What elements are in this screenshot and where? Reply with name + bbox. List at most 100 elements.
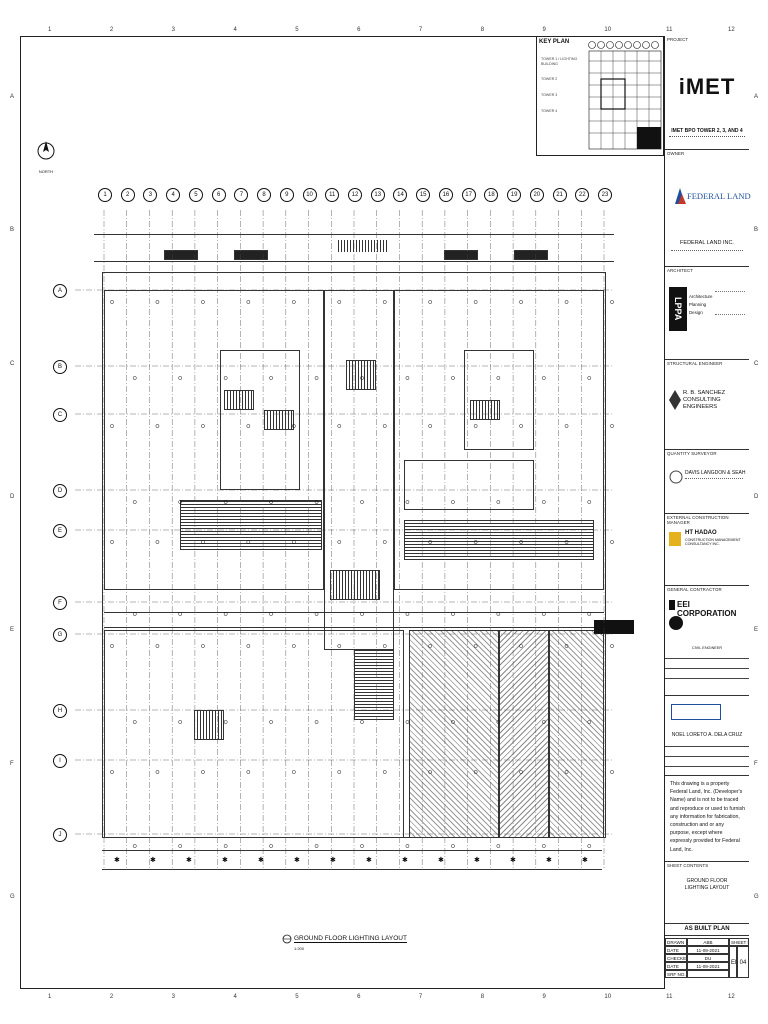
ruler-right-letter: C <box>754 360 759 367</box>
light-fixture-icon <box>428 300 433 304</box>
ruler-bottom-num: 5 <box>295 994 299 1000</box>
grid-column-bubble: 15 <box>416 188 431 202</box>
structural-section: STRUCTURAL ENGINEER R. B. SANCHEZ CONSUL… <box>665 359 749 449</box>
light-fixture-icon <box>110 540 114 544</box>
qs-section: QUANTITY SURVEYOR DAVIS LANGDON & SEAH <box>665 449 749 513</box>
key-plan-tower-list: TOWER 1 / LIGHTING BUILDING TOWER 2 TOWE… <box>541 57 583 113</box>
palm-tree-icon: ✱ <box>402 856 408 864</box>
architect-line-2: Planning <box>689 302 707 307</box>
light-fixture-icon <box>246 644 251 648</box>
grid-row-bubble: C <box>53 408 67 422</box>
light-fixture-icon <box>564 424 569 428</box>
light-fixture-icon <box>155 300 160 304</box>
light-fixture-icon <box>587 500 592 504</box>
north-label: NORTH <box>38 169 54 174</box>
stair-east <box>470 400 500 420</box>
lower-stair-1 <box>194 710 224 740</box>
grid-row-bubble: A <box>53 284 67 298</box>
light-fixture-icon <box>314 376 319 380</box>
light-fixture-icon <box>564 644 569 648</box>
project-label: PROJECT <box>667 37 689 42</box>
lower-ramp <box>354 650 394 720</box>
light-fixture-icon <box>337 424 342 428</box>
light-fixture-icon <box>382 424 387 428</box>
ruler-bottom-num: 12 <box>728 994 735 1000</box>
light-fixture-icon <box>451 500 455 504</box>
owner-address-line <box>671 250 743 251</box>
light-fixture-icon <box>541 500 546 504</box>
sheet-no-label: SHEET NO. <box>729 938 749 946</box>
light-fixture-icon <box>269 612 273 616</box>
palm-tree-icon: ✱ <box>474 856 480 864</box>
ruler-bottom-num: 7 <box>418 994 423 1000</box>
grid-column-bubble: 3 <box>143 188 158 202</box>
light-fixture-icon <box>132 612 137 616</box>
palm-tree-icon: ✱ <box>366 856 372 864</box>
grid-row-bubble: F <box>53 596 67 610</box>
light-fixture-icon <box>382 644 387 648</box>
light-fixture-icon <box>519 300 523 304</box>
palm-tree-icon: ✱ <box>114 856 120 864</box>
palm-tree-icon: ✱ <box>546 856 552 864</box>
palm-tree-icon: ✱ <box>582 856 588 864</box>
grid-column-bubble: 21 <box>552 188 567 202</box>
ruler-top-num: 8 <box>480 27 485 33</box>
gc-logo-icon <box>669 600 675 610</box>
parking-sign-3 <box>444 250 478 260</box>
grid-row-bubble: B <box>53 360 67 374</box>
light-fixture-icon <box>223 500 228 504</box>
sheet-contents-section: SHEET CONTENTS GROUND FLOOR LIGHTING LAY… <box>665 861 749 923</box>
light-fixture-icon <box>337 644 342 648</box>
grid-column-bubble: 14 <box>393 188 408 202</box>
light-fixture-icon <box>496 844 501 848</box>
checked-by: DU <box>687 954 729 962</box>
ecm-section: EXTERNAL CONSTRUCTION MANAGER HT HADAO C… <box>665 513 749 585</box>
light-fixture-icon <box>610 644 614 648</box>
ruler-left-letter: E <box>10 627 15 634</box>
key-plan-tower-1: TOWER 1 / LIGHTING BUILDING <box>541 57 578 66</box>
light-fixture-icon <box>360 612 364 616</box>
stair-west-2 <box>264 410 294 430</box>
light-fixture-icon <box>110 644 114 648</box>
ruler-left-letter: G <box>10 894 15 900</box>
grid-column-bubble: 23 <box>598 188 612 202</box>
ruler-top-num: 2 <box>109 27 114 33</box>
light-fixture-icon <box>473 540 478 544</box>
stair-west-1 <box>224 390 254 410</box>
light-fixture-icon <box>428 644 433 648</box>
palm-tree-icon: ✱ <box>330 856 336 864</box>
light-fixture-icon <box>178 844 183 848</box>
central-stair <box>346 360 376 390</box>
light-fixture-icon <box>451 844 455 848</box>
palm-tree-icon: ✱ <box>222 856 228 864</box>
ruler-top-num: 10 <box>604 27 612 33</box>
hatched-area-2 <box>499 630 549 838</box>
date-label-1: DATE <box>665 946 687 954</box>
hatched-area-3 <box>549 630 604 838</box>
light-fixture-icon <box>519 770 523 774</box>
light-fixture-icon <box>337 540 342 544</box>
plan-lines: ✱✱✱✱✱✱✱✱✱✱✱✱✱✱ <box>74 210 614 870</box>
qs-label: QUANTITY SURVEYOR <box>667 451 717 456</box>
grid-column-bubble: 8 <box>257 188 272 202</box>
light-fixture-icon <box>496 500 501 504</box>
light-fixture-icon <box>587 376 592 380</box>
grid-row-bubble: D <box>53 484 67 498</box>
floor-plan: ✱✱✱✱✱✱✱✱✱✱✱✱✱✱ <box>74 210 634 870</box>
light-fixture-icon <box>382 300 387 304</box>
civil-engineer-label: CIVIL ENGINEER <box>691 646 723 650</box>
light-fixture-icon <box>132 500 137 504</box>
ruler-top-num: 7 <box>418 27 423 33</box>
grid-column-bubble: 20 <box>529 188 544 202</box>
light-fixture-icon <box>155 770 160 774</box>
tower-west-upper <box>104 290 324 590</box>
grid-column-bubble: 4 <box>166 188 181 202</box>
grid-row-bubble: J <box>53 828 67 842</box>
owner-section: OWNER FEDERAL LAND FEDERAL LAND INC. <box>665 149 751 266</box>
light-fixture-icon <box>405 612 410 616</box>
ruler-bottom-num: 4 <box>233 994 237 1000</box>
drawing-title-marker-icon <box>282 934 292 944</box>
light-fixture-icon <box>405 844 410 848</box>
project-section: PROJECT iMET IMET BPO TOWER 2, 3, AND 4 <box>665 36 749 149</box>
